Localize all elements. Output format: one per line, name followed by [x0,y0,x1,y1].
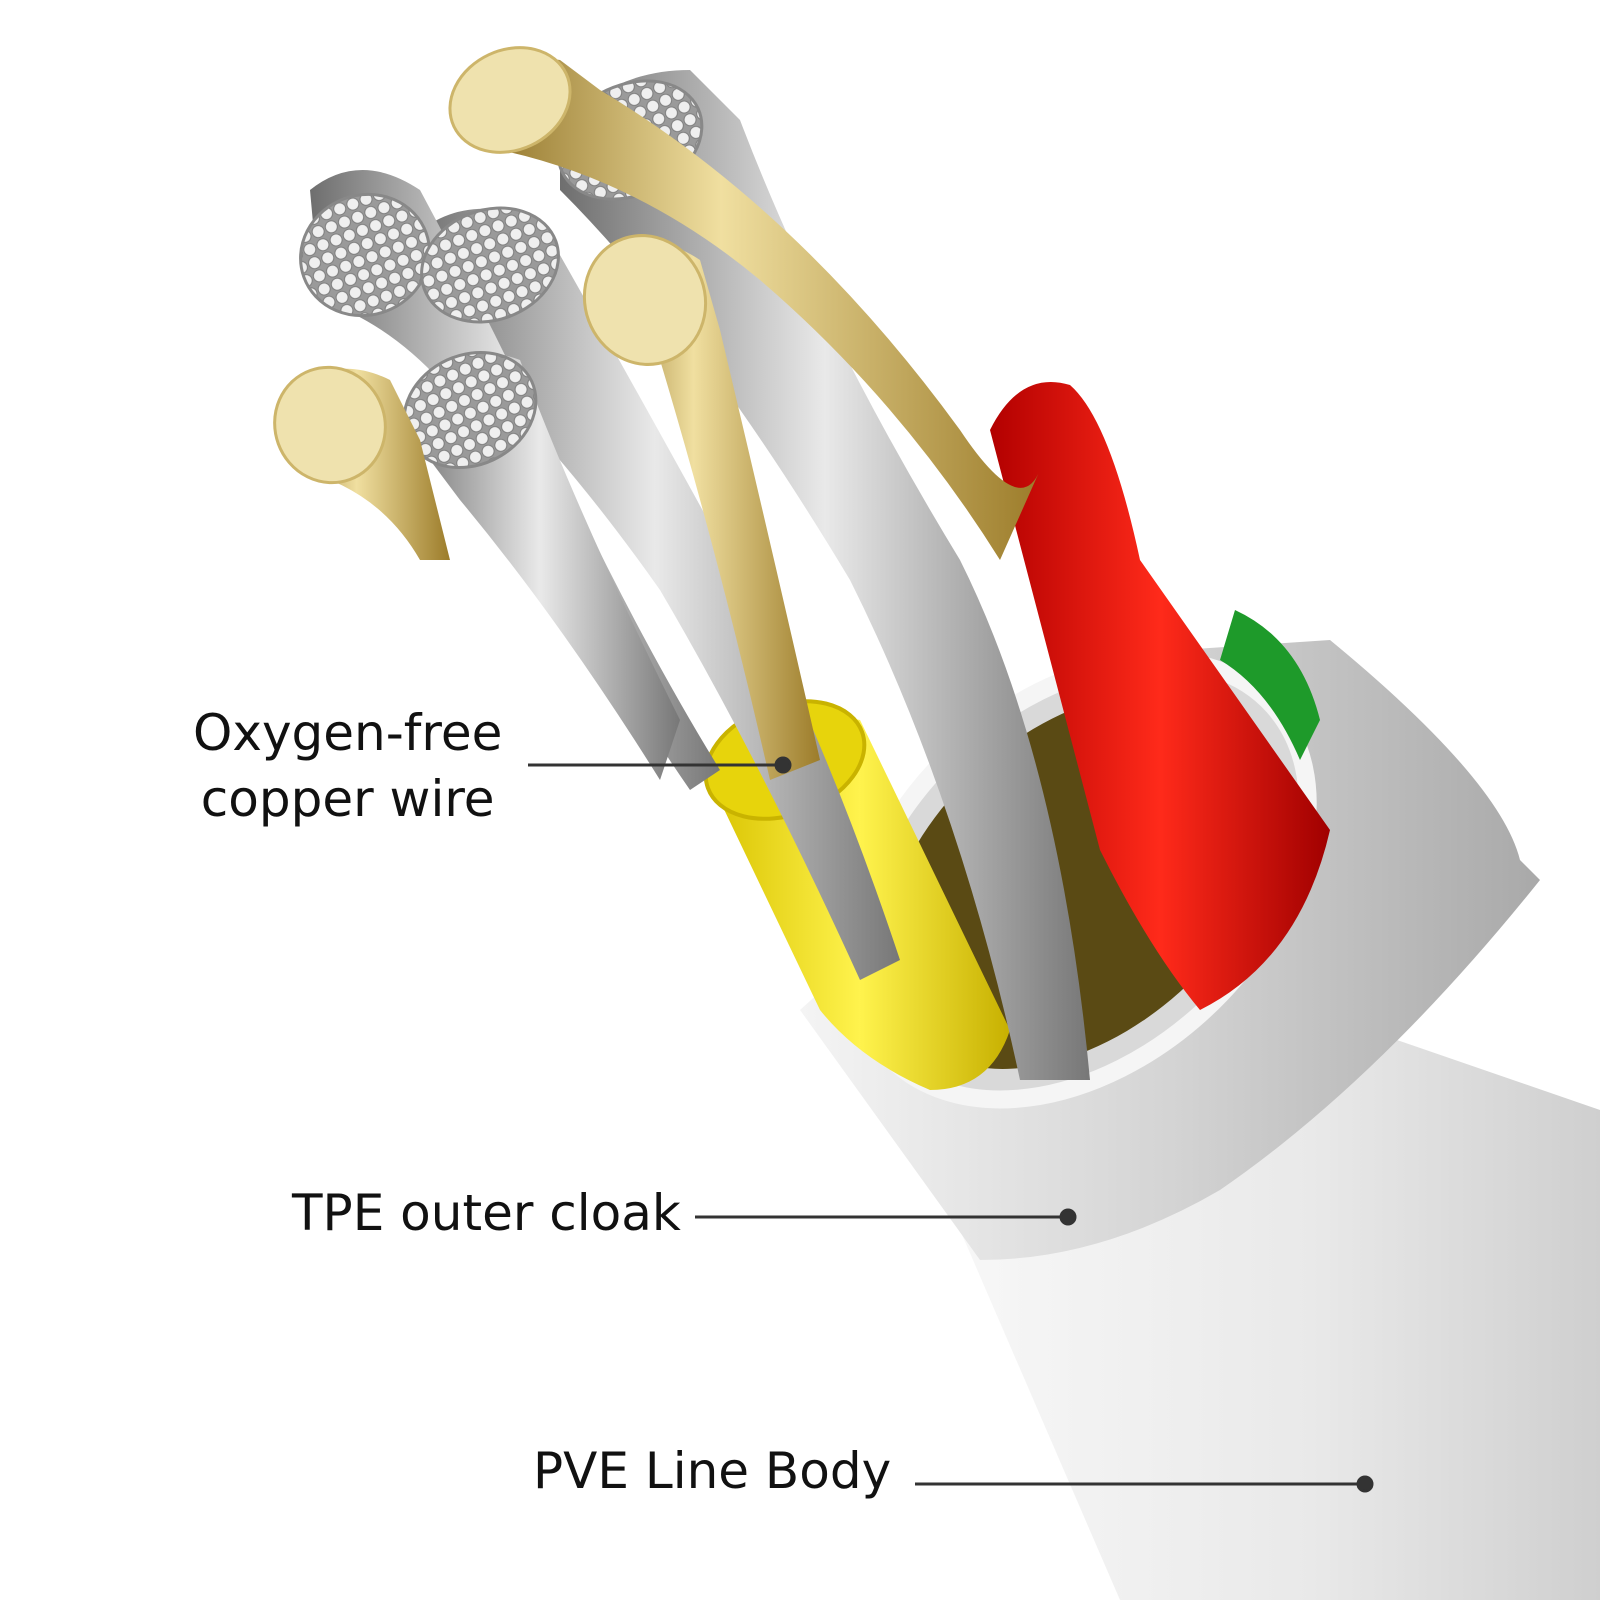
copper-conductor-top [460,58,1040,560]
leader-tpe [695,1208,1077,1226]
red-insulation [990,382,1330,1010]
tpe-outer-cloak-label: TPE outer cloak [292,1184,681,1242]
oxygen-free-copper-label: Oxygen-free copper wire [193,700,502,832]
pve-line-body-label: PVE Line Body [533,1442,892,1500]
leader-pve [915,1475,1374,1493]
green-insulation [1220,610,1320,760]
oxygen-label-line1: Oxygen-free [193,704,503,762]
copper-conductor-mid [590,242,820,780]
leader-oxygen [528,756,792,774]
oxygen-label-line2: copper wire [200,770,495,828]
